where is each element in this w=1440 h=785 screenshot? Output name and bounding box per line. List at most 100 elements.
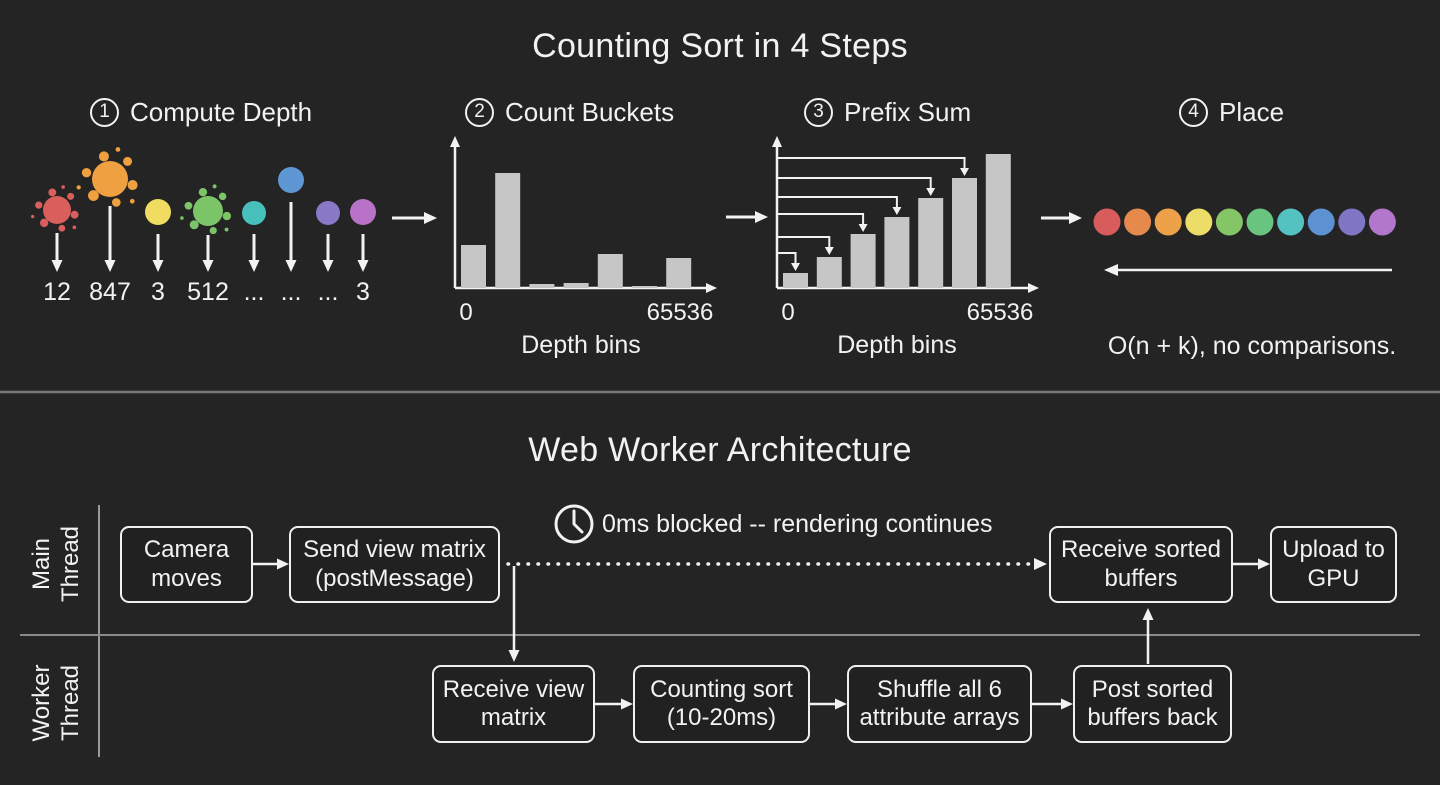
box-receive-sorted-buffers: Receive sorted buffers (1049, 526, 1233, 603)
lane-label-line: Main (28, 537, 56, 591)
step-label: Prefix Sum (844, 96, 972, 127)
splat-icon (193, 196, 223, 226)
carry-arrow-head (824, 247, 834, 255)
splat-blob-icon (70, 210, 79, 219)
splat-dot-icon (76, 185, 81, 190)
bar (850, 234, 876, 288)
splat-blob-icon (184, 201, 193, 210)
splat-blob-icon (123, 156, 133, 166)
box-post-sorted-buffers: Post sorted buffers back (1073, 665, 1232, 743)
xaxis-label: Depth bins (837, 331, 957, 359)
splat-blob-icon (222, 211, 232, 221)
splat-dot-icon (212, 184, 217, 189)
carry-arrow (778, 252, 797, 264)
splat-blob-icon (48, 188, 57, 197)
xtick-max: 65536 (966, 299, 1034, 326)
depth-value: 12 (43, 278, 71, 306)
flow-arrow-head (621, 698, 633, 710)
splat-icon (92, 161, 128, 197)
lane-label-main-thread: Main Thread (22, 494, 92, 634)
bar (495, 173, 521, 288)
splat-blob-icon (189, 220, 199, 230)
carry-arrow (778, 236, 831, 248)
bar (985, 154, 1011, 288)
splat-blob-icon (198, 187, 208, 197)
box-counting-sort: Counting sort (10-20ms) (633, 665, 810, 743)
depth-value: ... (280, 278, 302, 306)
bar (918, 198, 944, 288)
carry-arrow (778, 157, 966, 169)
depth-value: 847 (89, 278, 131, 306)
flow-arrow-head (1061, 698, 1073, 710)
splat-blob-icon (58, 224, 66, 232)
carry-arrow (778, 213, 865, 225)
step-header-count-buckets: 2 Count Buckets (465, 95, 674, 129)
bar (597, 254, 623, 288)
depth-arrow-head (322, 260, 334, 272)
splat-blob-icon (35, 201, 43, 209)
y-axis-head (450, 136, 460, 147)
sorted-splat-icon (1185, 208, 1213, 236)
bar (563, 283, 589, 288)
depth-arrow-head (285, 260, 297, 272)
splat-dot-icon (115, 147, 121, 152)
splat-icon (43, 196, 71, 224)
depth-arrow-head (104, 260, 116, 272)
gaussian-circle-icon (278, 167, 304, 193)
box-shuffle-attribute-arrays: Shuffle all 6 attribute arrays (847, 665, 1032, 743)
carry-arrow-head (858, 224, 868, 232)
sorted-splat-icon (1307, 208, 1335, 236)
bar (952, 178, 977, 288)
splat-dot-icon (180, 216, 184, 220)
splat-dot-icon (129, 198, 135, 204)
box-camera-moves: Camera moves (120, 526, 253, 603)
flow-arrow-head (277, 558, 289, 570)
gaussian-circle-icon (316, 201, 340, 225)
bar (461, 245, 486, 288)
bar (666, 258, 692, 288)
sorted-splat-icon (1368, 208, 1396, 236)
x-axis-head (706, 283, 717, 293)
carry-arrow-head (892, 207, 902, 215)
section-title: Web Worker Architecture (528, 431, 912, 469)
splat-blob-icon (98, 151, 109, 162)
bar (783, 273, 808, 288)
carry-arrow-head (791, 263, 800, 271)
step-transition-arrow-head (755, 211, 768, 223)
step-header-place: 4 Place (1179, 95, 1284, 129)
step-transition-arrow-head (424, 212, 437, 224)
xaxis-label: Depth bins (521, 331, 641, 359)
splat-dot-icon (72, 225, 77, 230)
sorted-splat-icon (1124, 208, 1152, 236)
sorted-splat-icon (1215, 208, 1243, 236)
bar (632, 286, 657, 288)
x-axis-head (1028, 283, 1039, 293)
carry-arrow (778, 196, 898, 208)
splat-blob-icon (209, 226, 217, 235)
page-title: Counting Sort in 4 Steps (532, 27, 908, 65)
carry-arrow-head (960, 168, 969, 176)
gaussian-circle-icon (145, 199, 171, 225)
sorted-splat-icon (1277, 208, 1305, 236)
splat-dot-icon (224, 227, 229, 232)
step-number-2-icon: 2 (465, 97, 494, 127)
depth-value: 3 (356, 278, 370, 306)
step-label: Count Buckets (505, 96, 675, 127)
lane-label-line: Thread (57, 525, 84, 603)
gaussian-circle-icon (242, 201, 266, 225)
splat-blob-icon (88, 190, 99, 201)
box-send-view-matrix: Send view matrix (postMessage) (289, 526, 500, 603)
step-number-1-icon: 1 (90, 97, 119, 127)
gaussian-circle-icon (350, 199, 376, 225)
complexity-note: O(n + k), no comparisons. (1107, 332, 1397, 360)
flow-arrow-head (1258, 558, 1270, 570)
bar (884, 217, 910, 288)
clock-hands-icon (572, 509, 584, 534)
splat-blob-icon (127, 180, 138, 191)
blocked-annotation: 0ms blocked -- rendering continues (602, 510, 993, 538)
depth-value: 3 (151, 278, 165, 306)
placement-direction-arrow-head (1104, 264, 1118, 276)
sorted-splat-icon (1093, 208, 1121, 236)
sorted-splat-icon (1154, 208, 1182, 236)
